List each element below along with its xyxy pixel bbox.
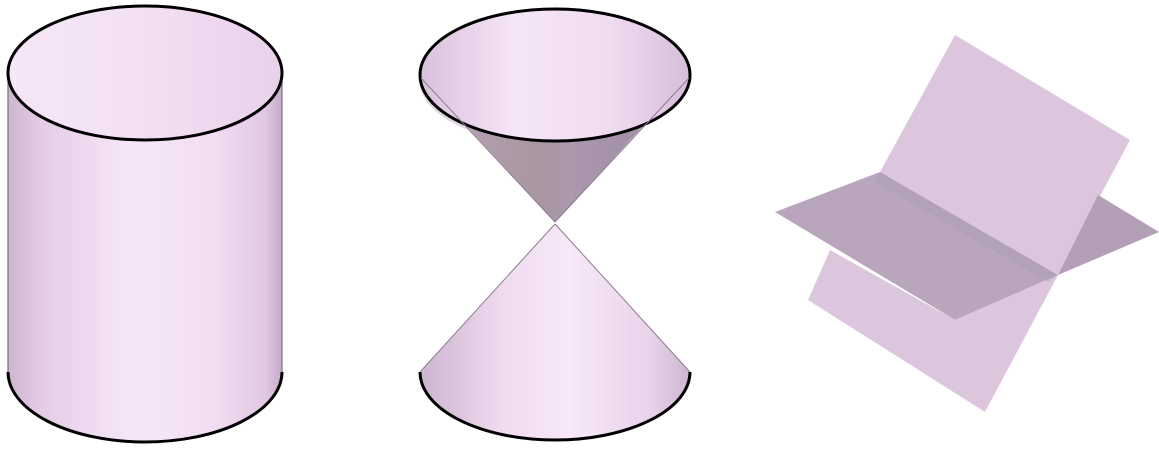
lower-cone-body bbox=[420, 224, 690, 440]
cylinder-shape bbox=[8, 6, 282, 442]
intersecting-planes-shape bbox=[775, 35, 1159, 412]
double-cone-shape bbox=[419, 9, 690, 440]
